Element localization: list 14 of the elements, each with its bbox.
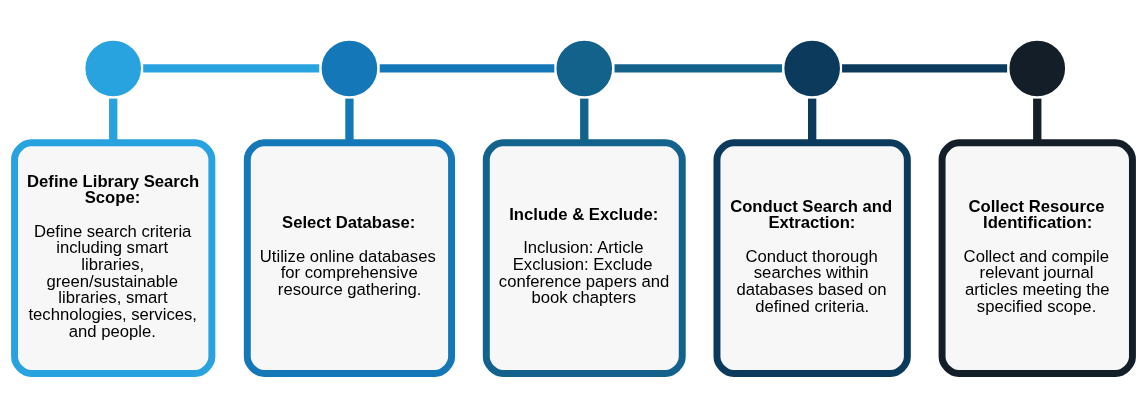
node-box: Include & Exclude: Inclusion: Article Exclusion: Exclude conference papers and book chapters	[482, 139, 686, 377]
connector	[614, 64, 783, 73]
connector	[842, 64, 1008, 73]
node-box: Conduct Search and Extraction: Conduct thorough searches within databases based on defined criteria.	[713, 139, 911, 377]
node-box: Define Library Search Scope: Define search criteria including smart libraries, green/sustainable libraries, smart technologies, services, and people.	[11, 139, 216, 377]
connector	[379, 64, 555, 73]
node-box: Collect Resource Identification: Collect and compile relevant journal articles meeting the specified scope.	[938, 139, 1136, 377]
connector	[580, 98, 589, 143]
connector	[345, 98, 354, 143]
connector	[1033, 98, 1042, 143]
connector	[109, 98, 118, 143]
connector	[143, 64, 320, 73]
connector	[808, 98, 817, 143]
node-box: Select Database: Utilize online databases for comprehensive resource gathering.	[243, 139, 456, 377]
